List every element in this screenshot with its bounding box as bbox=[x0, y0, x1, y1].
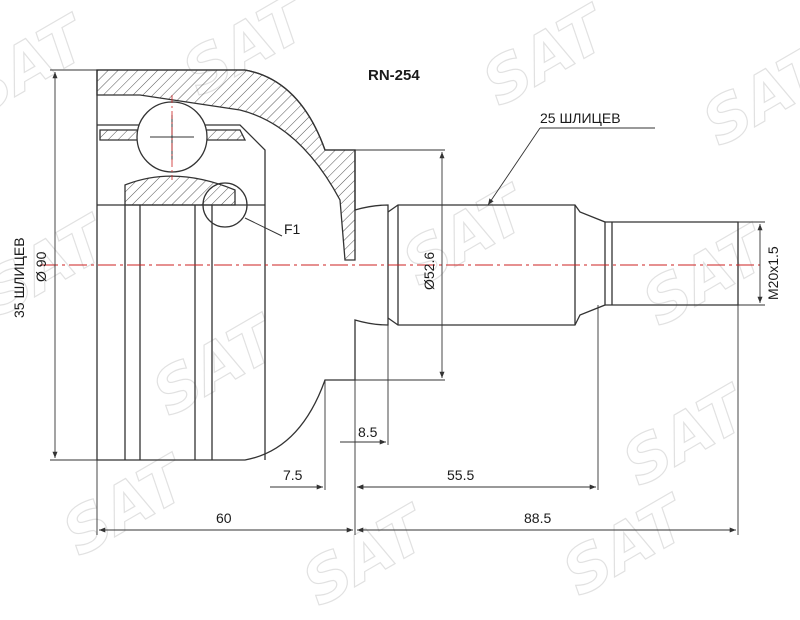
dim-seal-offset: 8.5 bbox=[358, 424, 378, 440]
seal-diameter-label: Ø52.6 bbox=[421, 251, 437, 290]
outer-splines-label: 35 ШЛИЦЕВ bbox=[11, 237, 27, 318]
housing-wall-hatch bbox=[96, 69, 356, 261]
dim-body-length: 60 bbox=[216, 510, 232, 526]
detail-marker: F1 bbox=[284, 221, 301, 237]
detail-f1-circle bbox=[202, 182, 248, 228]
shaft-splines-label: 25 ШЛИЦЕВ bbox=[540, 110, 621, 126]
dim-stub-length: 88.5 bbox=[524, 510, 552, 526]
dim-flange-width: 7.5 bbox=[283, 467, 303, 483]
threaded-end bbox=[605, 221, 739, 306]
technical-drawing bbox=[40, 69, 765, 535]
outer-diameter-label: Ø 90 bbox=[33, 251, 49, 282]
cage bbox=[124, 175, 236, 206]
dim-shaft-length: 55.5 bbox=[447, 467, 475, 483]
part-number: RN-254 bbox=[368, 67, 420, 84]
leader-shaft-splines bbox=[487, 127, 541, 206]
stub-shaft bbox=[387, 204, 606, 326]
thread-label: M20x1.5 bbox=[765, 246, 781, 300]
